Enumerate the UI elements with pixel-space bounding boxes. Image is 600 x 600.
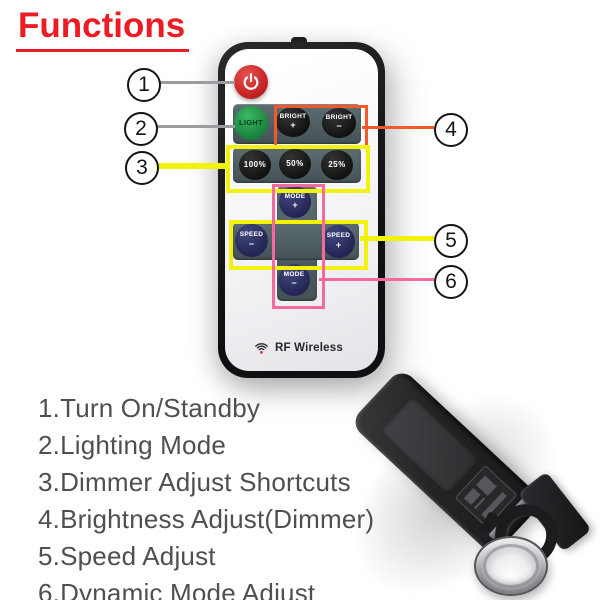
brand-row: RF Wireless [253, 341, 343, 355]
highlight-mode-group [272, 184, 325, 309]
speed-minus-button: SPEED − [235, 224, 268, 257]
bright-plus-button: BRIGHT + [276, 107, 310, 137]
callout-number-3: 3 [125, 151, 159, 185]
coin-battery-rim [483, 544, 539, 588]
callout-line-1 [157, 81, 235, 84]
brand-label: RF Wireless [275, 342, 343, 354]
dimmer-25-button: 25% [321, 150, 353, 180]
functions-list: 1.Turn On/Standby 2.Lighting Mode 3.Dimm… [38, 390, 374, 600]
light-button-label: LIGHT [239, 118, 263, 128]
callout-line-6 [319, 278, 434, 281]
callout-number-2: 2 [124, 112, 158, 146]
list-item: 5.Speed Adjust [38, 541, 216, 571]
light-button: LIGHT [234, 106, 268, 140]
dimmer-50-button: 50% [279, 149, 311, 179]
bright-plus-label: BRIGHT [279, 112, 307, 120]
callout-line-3 [152, 163, 228, 169]
dimmer-100-button: 100% [239, 150, 271, 180]
list-item: 4.Brightness Adjust(Dimmer) [38, 504, 375, 534]
callout-line-4 [362, 126, 434, 129]
dimmer-100-label: 100% [243, 160, 267, 169]
page-title: Functions [16, 6, 190, 52]
power-button [234, 65, 268, 99]
callout-number-6: 6 [434, 265, 468, 299]
power-icon [243, 73, 259, 90]
callout-line-2 [154, 125, 235, 128]
mode-minus-symbol: − [291, 278, 297, 289]
mode-minus-label: MODE [283, 270, 305, 278]
speed-plus-symbol: + [335, 239, 342, 250]
list-item: 2.Lighting Mode [38, 430, 227, 460]
bright-minus-label: BRIGHT [325, 113, 353, 121]
mode-plus-label: MODE [284, 192, 306, 200]
callout-line-5 [360, 236, 434, 241]
highlight-brightness-group [274, 105, 368, 149]
bright-minus-symbol: − [336, 121, 342, 132]
dimmer-50-label: 50% [286, 159, 304, 168]
highlight-speed-group [229, 220, 368, 270]
list-item: 6.Dynamic Mode Adjust [38, 578, 316, 600]
coin-battery [474, 536, 548, 596]
list-item: 1.Turn On/Standby [38, 393, 261, 423]
dimmer-25-label: 25% [328, 160, 346, 169]
mode-plus-symbol: + [292, 200, 298, 211]
speed-plus-button: SPEED + [322, 225, 355, 258]
highlight-dimmer-shortcuts-group [226, 145, 370, 193]
wifi-icon [255, 343, 268, 354]
bright-minus-button: BRIGHT − [322, 108, 356, 138]
list-item: 3.Dimmer Adjust Shortcuts [38, 467, 351, 497]
speed-minus-symbol: − [248, 238, 255, 249]
bright-plus-symbol: + [290, 120, 296, 131]
speed-minus-label: SPEED [239, 231, 264, 239]
speed-plus-label: SPEED [326, 232, 351, 240]
callout-number-1: 1 [127, 68, 161, 102]
callout-number-4: 4 [434, 113, 468, 147]
callout-number-5: 5 [434, 224, 468, 258]
